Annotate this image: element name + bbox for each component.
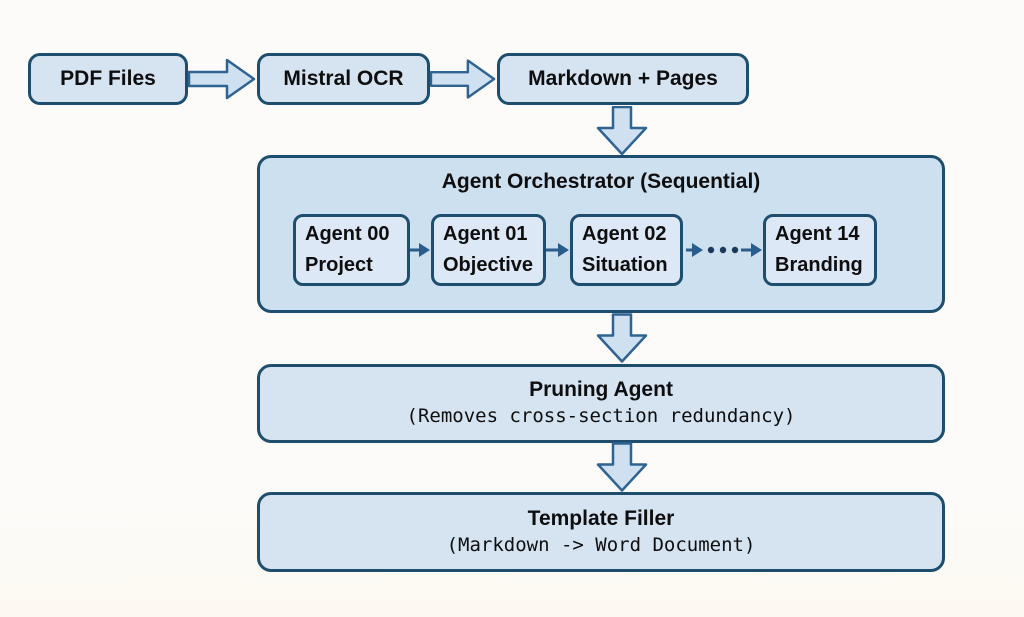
flow-arrow-down-icon bbox=[596, 106, 648, 156]
node-template-filler: Template Filler (Markdown -> Word Docume… bbox=[257, 492, 945, 572]
flow-arrow-right-icon bbox=[188, 58, 256, 100]
flow-arrow-down-icon bbox=[596, 442, 648, 492]
step-arrow-icon bbox=[546, 243, 569, 257]
node-pdf-files-label: PDF Files bbox=[60, 67, 156, 90]
agent-line2: Branding bbox=[775, 254, 863, 276]
node-mistral-ocr-label: Mistral OCR bbox=[283, 67, 404, 90]
agent-line1: Agent 01 bbox=[443, 223, 528, 245]
step-arrow-icon bbox=[686, 243, 703, 257]
node-agent-14-branding: Agent 14 Branding bbox=[763, 214, 877, 286]
node-mistral-ocr: Mistral OCR bbox=[257, 53, 430, 105]
agent-line2: Objective bbox=[443, 254, 534, 276]
orchestrator-title: Agent Orchestrator (Sequential) bbox=[441, 170, 761, 193]
agent-line1: Agent 02 bbox=[582, 223, 667, 245]
pruning-subtitle: (Removes cross-section redundancy) bbox=[406, 405, 796, 427]
agent-line2: Project bbox=[305, 254, 373, 276]
step-arrow-icon bbox=[410, 243, 430, 257]
agent-line1: Agent 14 bbox=[775, 223, 860, 245]
node-agent-orchestrator: Agent Orchestrator (Sequential) Agent 00… bbox=[257, 155, 945, 313]
node-pdf-files: PDF Files bbox=[28, 53, 188, 105]
node-agent-02-situation: Agent 02 Situation bbox=[570, 214, 683, 286]
flow-arrow-down-icon bbox=[596, 313, 648, 363]
agent-line1: Agent 00 bbox=[305, 223, 390, 245]
node-pruning-agent: Pruning Agent (Removes cross-section red… bbox=[257, 364, 945, 443]
node-agent-00-project: Agent 00 Project bbox=[293, 214, 410, 286]
node-agent-01-objective: Agent 01 Objective bbox=[431, 214, 546, 286]
flow-arrow-right-icon bbox=[430, 59, 496, 99]
template-subtitle: (Markdown -> Word Document) bbox=[446, 533, 756, 556]
step-arrow-icon bbox=[741, 243, 762, 257]
agent-line2: Situation bbox=[582, 254, 668, 276]
ellipsis-dots-icon bbox=[707, 246, 739, 254]
template-title: Template Filler bbox=[527, 506, 675, 530]
node-markdown-pages-label: Markdown + Pages bbox=[528, 67, 718, 90]
node-markdown-pages: Markdown + Pages bbox=[497, 53, 749, 105]
pruning-title: Pruning Agent bbox=[529, 378, 673, 401]
